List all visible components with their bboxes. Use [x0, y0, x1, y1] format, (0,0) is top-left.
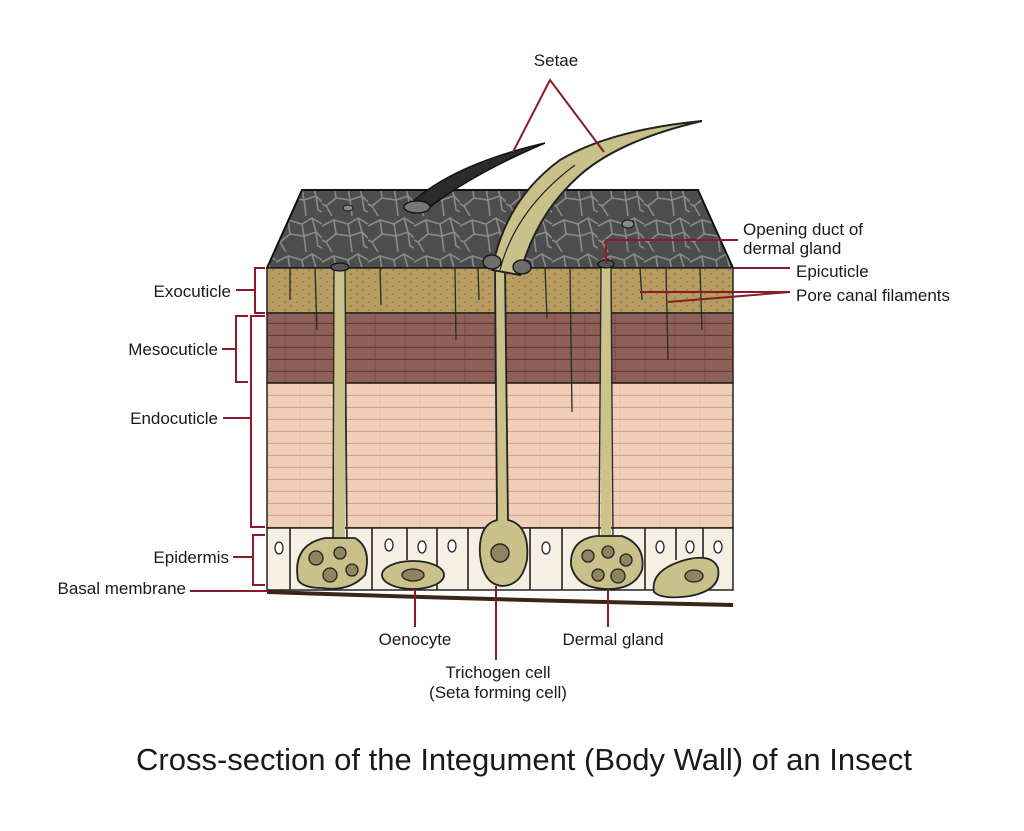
- leader-lines: [190, 78, 791, 660]
- dermal-gland-left: [296, 262, 368, 590]
- oenocyte-cell: [381, 560, 445, 590]
- label-trichogen-2: (Seta forming cell): [429, 683, 567, 702]
- pore-canal-filaments: [289, 267, 703, 413]
- label-epicuticle: Epicuticle: [796, 262, 869, 281]
- label-pore-canal-filaments: Pore canal filaments: [796, 286, 950, 305]
- label-setae: Setae: [534, 51, 578, 70]
- epidermal-cell-right: [652, 556, 720, 599]
- diagram-title: Cross-section of the Integument (Body Wa…: [136, 742, 912, 777]
- small-seta: [342, 142, 635, 229]
- label-opening-duct-1: Opening duct of: [743, 220, 863, 239]
- label-endocuticle: Endocuticle: [130, 409, 218, 428]
- trichogen-cell: [478, 267, 529, 587]
- label-mesocuticle: Mesocuticle: [128, 340, 218, 359]
- dermal-gland-right: [570, 259, 644, 590]
- label-basal-membrane: Basal membrane: [57, 579, 186, 598]
- label-oenocyte: Oenocyte: [379, 630, 452, 649]
- label-opening-duct-2: dermal gland: [743, 239, 841, 258]
- label-trichogen-1: Trichogen cell: [445, 663, 550, 682]
- label-epidermis: Epidermis: [153, 548, 229, 567]
- label-dermal-gland: Dermal gland: [562, 630, 663, 649]
- large-seta: [482, 120, 703, 277]
- label-exocuticle: Exocuticle: [154, 282, 231, 301]
- basal-membrane-line: [266, 590, 734, 607]
- epidermal-cells: [274, 528, 723, 590]
